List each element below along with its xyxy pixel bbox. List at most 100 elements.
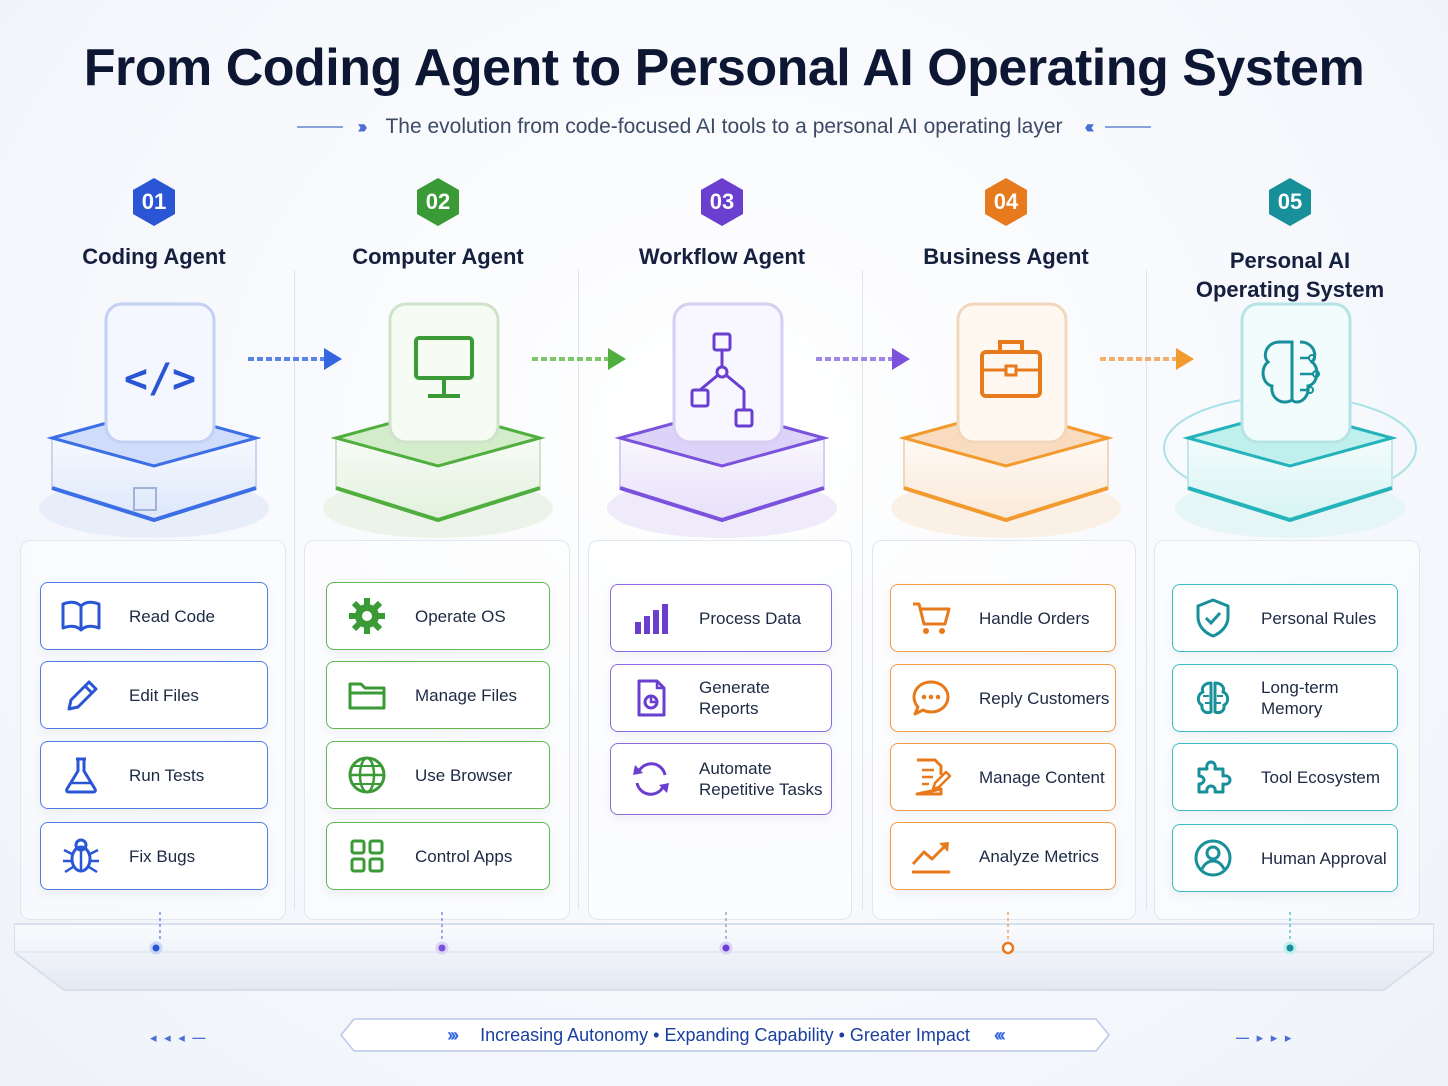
capability-label: Run Tests [129, 765, 205, 785]
column-divider [862, 270, 863, 910]
flow-arrow-orange [1096, 346, 1196, 372]
capability-label: Automate Repetitive Tasks [699, 759, 823, 799]
capability-label: Handle Orders [979, 608, 1090, 628]
column-divider [294, 270, 295, 910]
subtitle-row: ››› The evolution from code-focused AI t… [0, 112, 1448, 142]
gear-icon [345, 594, 389, 638]
footer-left-dashes: ◂ ◂ ◂ — [150, 1030, 208, 1045]
refresh-icon [629, 757, 673, 801]
capability-card: Generate Reports [610, 664, 832, 732]
capability-label: Manage Content [979, 767, 1105, 787]
stage-number-badge: 03 [701, 178, 743, 226]
capability-card: Edit Files [40, 661, 268, 729]
report-icon [629, 676, 673, 720]
base-platform [13, 912, 1435, 994]
capability-card: Human Approval [1172, 824, 1398, 892]
globe-icon [345, 753, 389, 797]
capability-card: Handle Orders [890, 584, 1116, 652]
folder-icon [345, 673, 389, 717]
chevrons-right-icon: ››› [447, 1024, 459, 1045]
svg-text:</>: </> [124, 356, 196, 402]
capability-label: Personal Rules [1261, 608, 1377, 628]
stage-business-agent: 04 Business Agent [864, 178, 1148, 918]
flow-arrow-purple [812, 346, 912, 372]
capability-label: Manage Files [415, 685, 518, 705]
apps-grid-icon [345, 834, 389, 878]
chat-icon [909, 676, 953, 720]
subtitle: The evolution from code-focused AI tools… [385, 115, 1063, 138]
capability-label: Long-term Memory [1261, 678, 1339, 718]
brain-icon [1191, 676, 1235, 720]
capability-label: Tool Ecosystem [1261, 767, 1381, 787]
capability-card: Read Code [40, 582, 268, 650]
brain-circuit-device-icon [1163, 298, 1417, 548]
edit-document-icon [909, 755, 953, 799]
capability-card: Automate Repetitive Tasks [610, 743, 832, 815]
chevrons-left-icon: ‹‹‹ [993, 1024, 1006, 1045]
capability-label: Use Browser [415, 765, 513, 785]
capability-label: Read Code [129, 606, 216, 626]
footer-right-dashes: — ▸ ▸ ▸ [1236, 1030, 1294, 1045]
workflow-device-icon [602, 298, 842, 548]
stage-number-badge: 05 [1269, 178, 1311, 226]
footer-banner: ››› Increasing Autonomy • Expanding Capa… [340, 1018, 1110, 1052]
chevrons-left-icon: ‹‹‹ [1084, 116, 1095, 137]
subtitle-right-line [1104, 126, 1151, 128]
chevrons-right-icon: ››› [357, 116, 367, 137]
bar-chart-icon [629, 596, 673, 640]
column-divider [1146, 270, 1147, 910]
capability-label: Operate OS [415, 606, 506, 626]
capability-card: Personal Rules [1172, 584, 1398, 652]
capability-card: Operate OS [326, 582, 550, 650]
pencil-icon [59, 673, 103, 717]
capability-card: Manage Files [326, 661, 550, 729]
puzzle-icon [1191, 755, 1235, 799]
column-divider [578, 270, 579, 910]
capability-card: Reply Customers [890, 664, 1116, 732]
stage-title: Computer Agent [352, 244, 524, 269]
flow-arrow-blue [244, 346, 344, 372]
capability-label: Generate Reports [699, 678, 770, 718]
trend-icon [909, 834, 953, 878]
capability-label: Human Approval [1261, 848, 1387, 868]
stage-personal-ai-os: 05 Personal AI Operating System [1148, 178, 1432, 918]
capability-card: Process Data [610, 584, 832, 652]
stage-title: Business Agent [923, 244, 1089, 269]
capability-card: Use Browser [326, 741, 550, 809]
capability-card: Fix Bugs [40, 822, 268, 890]
capability-card: Tool Ecosystem [1172, 743, 1398, 811]
stage-computer-agent: 02 Computer Agent [296, 178, 580, 918]
capability-label: Analyze Metrics [979, 846, 1099, 866]
flow-arrow-green [528, 346, 628, 372]
capability-card: Run Tests [40, 741, 268, 809]
code-device-icon: </> [34, 298, 274, 548]
stage-title: Workflow Agent [638, 244, 806, 269]
footer-text: Increasing Autonomy • Expanding Capabili… [480, 1024, 970, 1045]
flask-icon [59, 753, 103, 797]
page-title: From Coding Agent to Personal AI Operati… [83, 39, 1365, 97]
subtitle-left-line [297, 126, 344, 128]
briefcase-device-icon [886, 298, 1126, 548]
capability-card: Control Apps [326, 822, 550, 890]
bug-icon [59, 834, 103, 878]
shield-check-icon [1191, 596, 1235, 640]
cart-icon [909, 596, 953, 640]
capability-label: Control Apps [415, 846, 513, 866]
capability-card: Analyze Metrics [890, 822, 1116, 890]
book-icon [59, 594, 103, 638]
stage-coding-agent: 01 Coding Agent </> [12, 178, 296, 918]
stage-title: Coding Agent [82, 244, 226, 269]
stage-workflow-agent: 03 Workflow Agent [580, 178, 864, 918]
capability-label: Edit Files [129, 685, 199, 705]
stage-number-badge: 04 [985, 178, 1027, 226]
stage-title: Personal AI Operating System [1195, 248, 1385, 302]
capability-card: Manage Content [890, 743, 1116, 811]
capability-label: Reply Customers [979, 688, 1110, 708]
stage-number-badge: 02 [417, 178, 459, 226]
user-icon [1191, 836, 1235, 880]
capability-card: Long-term Memory [1172, 664, 1398, 732]
monitor-device-icon [318, 298, 558, 548]
capability-label: Fix Bugs [129, 846, 196, 866]
capability-label: Process Data [699, 608, 802, 628]
stage-number-badge: 01 [133, 178, 175, 226]
